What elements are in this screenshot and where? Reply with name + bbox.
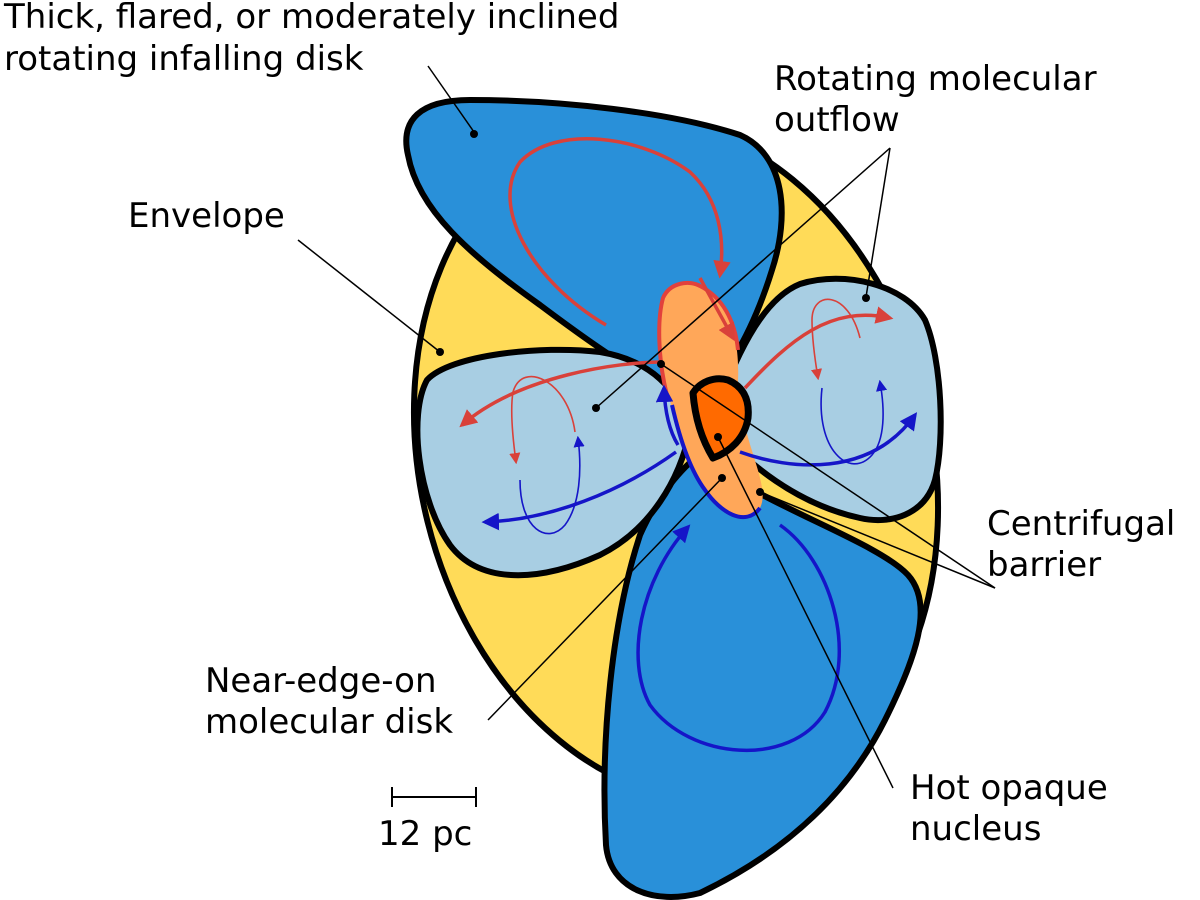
lower-infalling-disk-shape <box>601 452 924 900</box>
molecular-disk-bottom-edge <box>670 404 762 520</box>
left-outflow-red-swirl <box>509 375 576 465</box>
outflow-leader-line-right <box>865 147 891 298</box>
left-outflow-blue-swirl <box>519 435 585 535</box>
disk-label-line1: Thick, flared, or moderately inclined <box>3 0 619 37</box>
disk-leader-line <box>427 65 475 133</box>
outflow-label-line1: Rotating molecular <box>774 59 1097 99</box>
outflow-leader-line-left <box>595 147 891 409</box>
barrier-pointer-dot-top <box>657 360 665 368</box>
molecular-disk-label-line1: Near-edge-on <box>205 661 437 701</box>
barrier-leader-line-bottom <box>759 491 996 589</box>
left-outflow-blue-arrow <box>481 450 678 531</box>
nucleus-leader-line <box>717 436 894 789</box>
envelope-label: Envelope <box>128 196 285 236</box>
molecular-disk-blue-arrow <box>655 384 680 446</box>
barrier-pointer-dot-bottom <box>756 488 764 496</box>
nucleus-label-line2: nucleus <box>910 809 1041 849</box>
disk-label-line2: rotating infalling disk <box>4 39 364 79</box>
scale-bar <box>391 787 477 807</box>
molecular-disk-label-line2: molecular disk <box>205 702 453 742</box>
outflow-label-line2: outflow <box>774 100 900 140</box>
left-outflow-red-arrow <box>459 360 663 428</box>
barrier-label-line1: Centrifugal <box>987 504 1175 544</box>
scale-bar-label: 12 pc <box>378 814 472 854</box>
molecular-disk-leader-line <box>487 477 723 721</box>
outflow-pointer-dot-left <box>592 404 600 412</box>
barrier-leader-line-top <box>660 363 996 589</box>
nucleus-pointer-dot <box>714 433 722 441</box>
nucleus-label-line1: Hot opaque <box>910 768 1108 808</box>
outflow-pointer-dot-right <box>862 294 870 302</box>
barrier-label-line2: barrier <box>987 545 1101 585</box>
envelope-pointer-dot <box>436 348 444 356</box>
disk-pointer-dot <box>470 130 478 138</box>
molecular-disk-top-edge <box>657 280 740 396</box>
lower-disk-infall-arrow <box>636 523 842 752</box>
right-outflow-red-swirl <box>811 298 861 381</box>
nucleus-shape <box>689 375 752 462</box>
right-outflow-blue-arrow <box>739 412 918 467</box>
molecular-disk-pointer-dot <box>718 474 726 482</box>
right-outflow-blue-swirl <box>820 379 888 465</box>
envelope-leader-line <box>297 239 441 353</box>
upper-disk-infall-arrow <box>508 137 731 327</box>
upper-disk-inner-arrow <box>698 277 735 342</box>
